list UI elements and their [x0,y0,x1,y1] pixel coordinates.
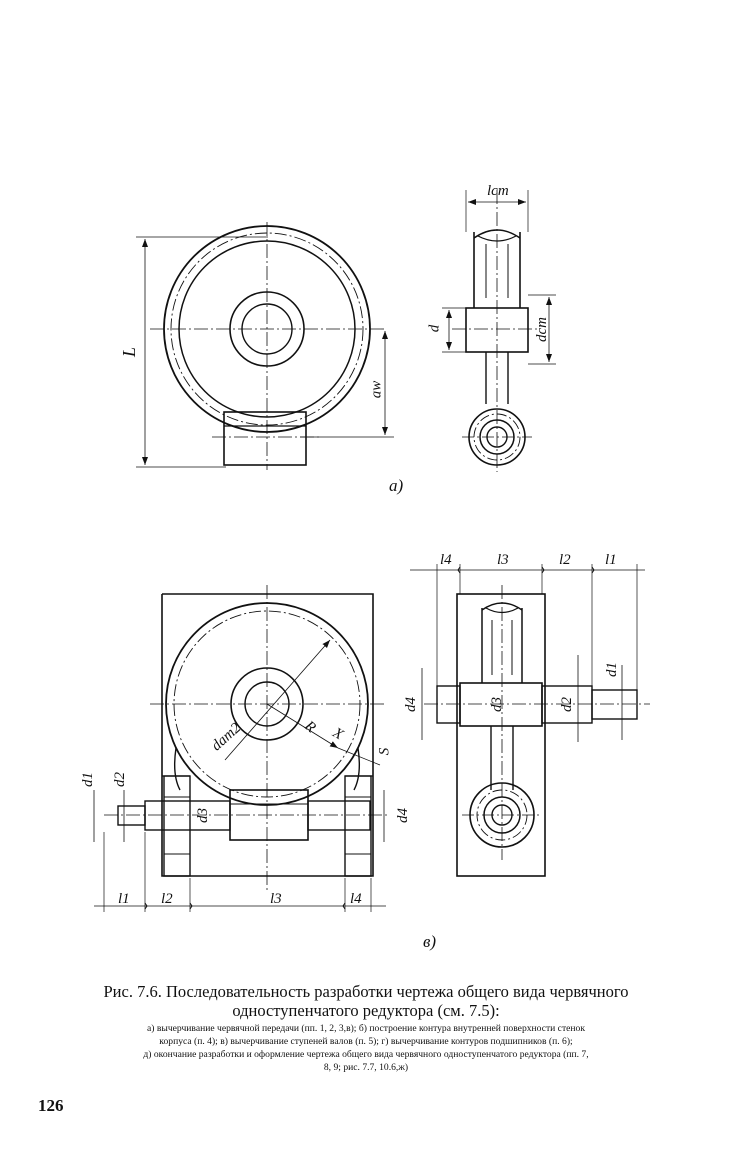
label-d2-side: d2 [559,697,575,712]
label-d1-side: d1 [604,662,620,677]
label-aw: aw [368,380,385,399]
label-dst: dст [534,317,550,342]
caption-title-line1: Рис. 7.6. Последовательность разработки … [103,982,629,1001]
label-d4-side: d4 [403,697,419,712]
view-v-mark: в) [423,932,437,951]
label-l4-bottom: l4 [350,891,362,907]
view-a-front [136,222,394,470]
label-l2-bottom: l2 [161,891,173,907]
view-a-mark: а) [389,476,404,495]
caption-body-line3: д) окончание разработки и оформление чер… [143,1049,589,1060]
caption-title-line2: одноступенчатого редуктора (см. 7.5): [232,1001,500,1020]
label-l1-bottom: l1 [118,891,130,907]
caption-body-line4: 8, 9; рис. 7.7, 10.6,ж) [323,1062,409,1073]
figure-caption: Рис. 7.6. Последовательность разработки … [40,982,692,1074]
view-v-side [410,564,650,877]
label-d: d [426,324,443,333]
label-d2-front: d2 [112,772,128,787]
label-d3-front: d3 [195,808,211,823]
view-a-side [442,190,556,472]
page-number: 126 [38,1096,64,1115]
label-l2-top: l2 [559,552,571,568]
label-L: L [119,346,140,358]
label-l3-top: l3 [497,552,509,568]
caption-body-line2: корпуса (п. 4); в) вычерчивание ступеней… [159,1036,573,1047]
label-l4-top: l4 [440,552,452,568]
label-d4-front: d4 [395,808,411,823]
drawing [93,190,650,912]
caption-body: а) вычерчивание червячной передачи (пп. … [40,1022,692,1074]
label-lst: lст [487,183,509,199]
label-S: S [376,747,393,756]
view-v-front [93,585,390,912]
label-l3-bottom: l3 [270,891,282,907]
label-l1-top: l1 [605,552,617,568]
label-d1-front: d1 [80,772,96,787]
caption-body-line1: а) вычерчивание червячной передачи (пп. … [147,1023,585,1034]
label-d3-side: d3 [489,697,505,712]
